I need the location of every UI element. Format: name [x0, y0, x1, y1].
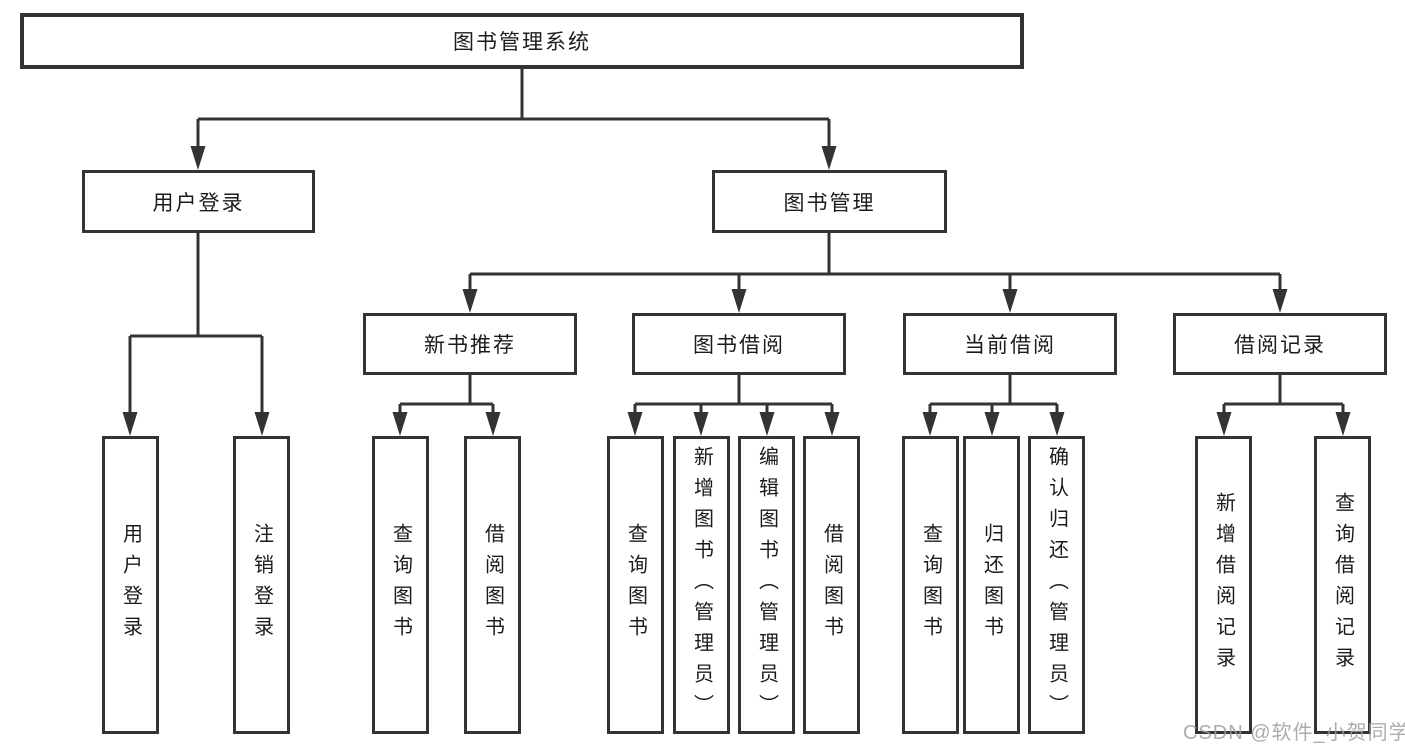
- leaf-label: 注销登录: [250, 523, 273, 647]
- arrow-icon: [731, 289, 747, 313]
- arrow-icon: [922, 412, 938, 436]
- leaf-add-borrow-record: 新增借阅记录: [1195, 436, 1252, 734]
- arrow-icon: [1049, 412, 1065, 436]
- leaf-label: 借阅图书: [481, 523, 504, 647]
- arrow-icon: [759, 412, 775, 436]
- leaf-label: 编辑图书（管理员）: [755, 445, 778, 725]
- node-borrow-records: 借阅记录: [1173, 313, 1387, 375]
- leaf-logout: 注销登录: [233, 436, 290, 734]
- arrow-icon: [1272, 289, 1288, 313]
- arrow-icon: [984, 412, 1000, 436]
- node-library-system: 图书管理系统: [20, 13, 1024, 69]
- node-current-borrow: 当前借阅: [903, 313, 1117, 375]
- leaf-query-borrow-record: 查询借阅记录: [1314, 436, 1371, 734]
- leaf-query-books-borrow: 查询图书: [607, 436, 664, 734]
- arrow-icon: [1002, 289, 1018, 313]
- connector-book-management-to-level3: [468, 233, 1282, 295]
- leaf-add-books-admin: 新增图书（管理员）: [673, 436, 730, 734]
- leaf-label: 归还图书: [980, 523, 1003, 647]
- leaf-return-books: 归还图书: [963, 436, 1020, 734]
- arrow-icon: [392, 412, 408, 436]
- connector-current-borrow-to-leaves: [928, 375, 1059, 418]
- arrow-icon: [254, 412, 270, 436]
- leaf-label: 查询借阅记录: [1331, 492, 1354, 678]
- arrow-icon: [824, 412, 840, 436]
- arrow-icon: [821, 146, 837, 170]
- leaf-label: 确认归还（管理员）: [1045, 445, 1068, 725]
- arrow-icon: [1216, 412, 1232, 436]
- leaf-query-books-recommend: 查询图书: [372, 436, 429, 734]
- csdn-watermark: CSDN @软件_小贺同学: [1183, 722, 1405, 744]
- arrow-icon: [122, 412, 138, 436]
- leaf-label: 查询图书: [624, 523, 647, 647]
- node-user-login: 用户登录: [82, 170, 315, 233]
- leaf-confirm-return-admin: 确认归还（管理员）: [1028, 436, 1085, 734]
- leaf-user-login: 用户登录: [102, 436, 159, 734]
- connector-root-to-level2: [196, 69, 831, 150]
- leaf-borrow-books: 借阅图书: [803, 436, 860, 734]
- leaf-edit-books-admin: 编辑图书（管理员）: [738, 436, 795, 734]
- arrowheads: [122, 146, 1351, 436]
- leaf-label: 查询图书: [389, 523, 412, 647]
- leaf-label: 用户登录: [119, 523, 142, 647]
- leaf-label: 借阅图书: [820, 523, 843, 647]
- arrow-icon: [627, 412, 643, 436]
- connector-borrow-records-to-leaves: [1222, 375, 1345, 418]
- leaf-label: 新增图书（管理员）: [690, 445, 713, 725]
- node-book-management: 图书管理: [712, 170, 947, 233]
- arrow-icon: [485, 412, 501, 436]
- connector-user-login-to-leaves: [128, 233, 264, 418]
- leaf-borrow-books-recommend: 借阅图书: [464, 436, 521, 734]
- node-book-borrow: 图书借阅: [632, 313, 846, 375]
- leaf-query-books-current: 查询图书: [902, 436, 959, 734]
- leaf-label: 查询图书: [919, 523, 942, 647]
- arrow-icon: [190, 146, 206, 170]
- connector-new-book-to-leaves: [398, 375, 495, 418]
- arrow-icon: [462, 289, 478, 313]
- arrow-icon: [693, 412, 709, 436]
- connector-book-borrow-to-leaves: [633, 375, 834, 418]
- arrow-icon: [1335, 412, 1351, 436]
- leaf-label: 新增借阅记录: [1212, 492, 1235, 678]
- node-new-book-recommend: 新书推荐: [363, 313, 577, 375]
